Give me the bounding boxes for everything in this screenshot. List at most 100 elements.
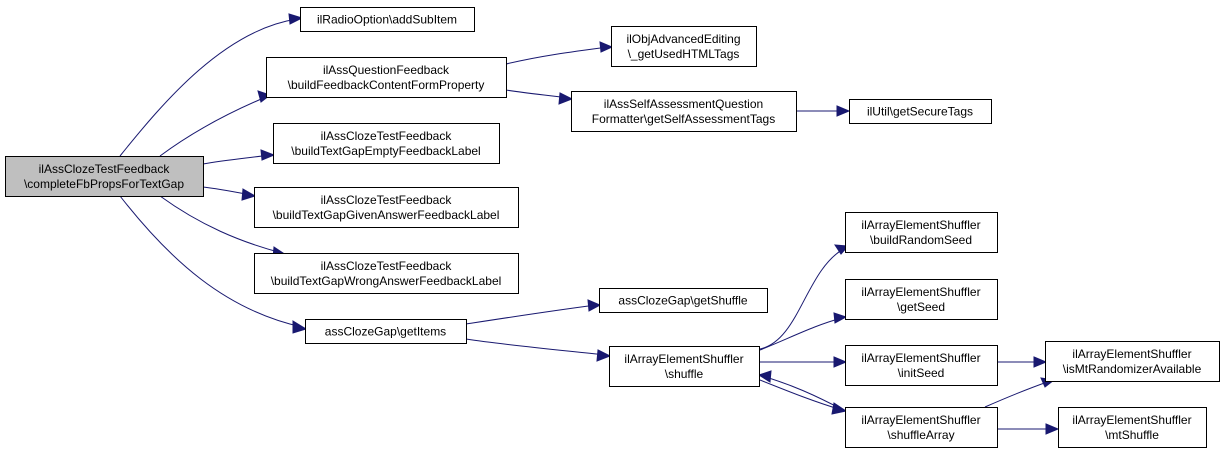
node-given[interactable]: ilAssClozeTestFeedback\buildTextGapGiven… (254, 187, 519, 228)
node-label: assClozeGap\getItems (325, 325, 446, 339)
node-initSeed[interactable]: ilArrayElementShuffler\initSeed (845, 345, 998, 386)
edge-getItems-to-shuffle (465, 338, 612, 362)
edge-line (465, 338, 607, 356)
node-box (845, 407, 998, 448)
node-box (266, 57, 507, 98)
edge-line (465, 304, 597, 325)
node-label: \shuffleArray (887, 428, 954, 442)
node-box (254, 187, 519, 228)
node-getSeed[interactable]: ilArrayElementShuffler\getSeed (845, 279, 998, 320)
node-box (5, 156, 204, 197)
node-root[interactable]: ilAssClozeTestFeedback\completeFbPropsFo… (5, 156, 204, 197)
node-box (254, 253, 519, 294)
arrow-head-icon (260, 149, 276, 161)
node-box (609, 346, 760, 387)
node-label: \buildTextGapWrongAnswerFeedbackLabel (271, 274, 502, 288)
arrow-head-icon (241, 188, 257, 201)
node-label: \buildTextGapEmptyFeedbackLabel (291, 144, 480, 158)
node-label: ilAssClozeTestFeedback (39, 162, 171, 176)
node-empty[interactable]: ilAssClozeTestFeedback\buildTextGapEmpty… (273, 123, 500, 164)
edge-line (119, 195, 303, 328)
edge-shuffleArray-to-shuffle (757, 370, 846, 412)
edge-root-to-buildFeedback (159, 90, 272, 157)
node-label: ilArrayElementShuffler (1072, 413, 1191, 427)
node-selfAssess[interactable]: ilAssSelfAssessmentQuestionFormatter\get… (571, 91, 797, 132)
arrow-head-icon (833, 356, 848, 368)
node-label: ilAssClozeTestFeedback (321, 193, 453, 207)
node-getItems[interactable]: assClozeGap\getItems (305, 319, 467, 344)
node-label: \buildRandomSeed (870, 233, 972, 247)
edge-shuffle-to-getSeed (759, 312, 848, 351)
node-box (599, 288, 768, 313)
node-label: \getSeed (897, 300, 945, 314)
node-box (849, 99, 992, 124)
node-box (611, 26, 757, 67)
edge-buildFeedback-to-selfAssess (505, 89, 574, 105)
node-label: Formatter\getSelfAssessmentTags (592, 112, 775, 126)
edge-buildFeedback-to-objAdv (505, 41, 614, 65)
edge-line (119, 18, 298, 157)
node-radio[interactable]: ilRadioOption\addSubItem (300, 7, 475, 32)
node-getShuffle[interactable]: assClozeGap\getShuffle (599, 288, 768, 313)
node-label: ilArrayElementShuffler (861, 413, 980, 427)
edge-shuffle-to-buildSeed (759, 244, 850, 350)
edge-shuffle-to-shuffleArray (759, 379, 848, 415)
edge-root-to-radio (119, 13, 304, 157)
node-label: ilUtil\getSecureTags (867, 105, 973, 119)
node-label: \mtShuffle (1105, 428, 1159, 442)
edge-initSeed-to-isMt (996, 356, 1048, 368)
node-label: ilAssClozeTestFeedback (321, 259, 453, 273)
node-isMt[interactable]: ilArrayElementShuffler\isMtRandomizerAva… (1045, 341, 1220, 382)
node-box (845, 345, 998, 386)
arrow-head-icon (599, 41, 614, 53)
edge-line (159, 96, 267, 157)
node-buildSeed[interactable]: ilArrayElementShuffler\buildRandomSeed (845, 212, 998, 253)
node-label: \completeFbPropsForTextGap (24, 177, 184, 191)
edge-getItems-to-getShuffle (465, 299, 602, 325)
node-box (300, 7, 475, 32)
node-label: ilAssSelfAssessmentQuestion (604, 97, 763, 111)
node-shuffleArray[interactable]: ilArrayElementShuffler\shuffleArray (845, 407, 998, 448)
arrow-head-icon (288, 13, 304, 25)
node-box (571, 91, 797, 132)
edge-selfAssess-to-secure (796, 105, 851, 117)
node-buildFeedback[interactable]: ilAssQuestionFeedback\buildFeedbackConte… (266, 57, 507, 98)
node-box (1045, 341, 1220, 382)
arrow-head-icon (257, 90, 272, 103)
node-label: \buildFeedbackContentFormProperty (288, 78, 485, 92)
edge-line (505, 46, 609, 65)
nodes: ilAssClozeTestFeedback\completeFbPropsFo… (5, 7, 1220, 448)
node-box (305, 319, 467, 344)
edge-line (759, 317, 843, 351)
node-wrong[interactable]: ilAssClozeTestFeedback\buildTextGapWrong… (254, 253, 519, 294)
edge-line (759, 379, 843, 411)
node-label: ilArrayElementShuffler (861, 351, 980, 365)
node-label: ilArrayElementShuffler (1072, 347, 1191, 361)
arrow-head-icon (757, 370, 772, 383)
arrow-head-icon (558, 92, 574, 105)
arrow-head-icon (831, 402, 848, 415)
edge-line (159, 195, 283, 254)
node-objAdv[interactable]: ilObjAdvancedEditing\_getUsedHTMLTags (611, 26, 757, 67)
arrow-head-icon (596, 349, 612, 362)
node-label: ilRadioOption\addSubItem (317, 13, 457, 27)
arrow-head-icon (587, 299, 602, 312)
node-box (845, 212, 998, 253)
arrow-head-icon (834, 244, 850, 255)
node-shuffle[interactable]: ilArrayElementShuffler\shuffle (609, 346, 760, 387)
node-label: ilArrayElementShuffler (861, 218, 980, 232)
node-label: \isMtRandomizerAvailable (1063, 362, 1202, 376)
edge-shuffleArray-to-mtShuffle (996, 423, 1060, 435)
node-label: ilArrayElementShuffler (861, 285, 980, 299)
node-label: ilObjAdvancedEditing (626, 32, 740, 46)
edge-line (761, 375, 846, 412)
node-label: \shuffle (665, 367, 704, 381)
edge-root-to-given (202, 186, 257, 201)
node-box (1058, 407, 1207, 448)
node-label: ilAssClozeTestFeedback (321, 129, 453, 143)
node-label: \initSeed (898, 366, 945, 380)
node-secure[interactable]: ilUtil\getSecureTags (849, 99, 992, 124)
node-mtShuffle[interactable]: ilArrayElementShuffler\mtShuffle (1058, 407, 1207, 448)
node-box (273, 123, 500, 164)
